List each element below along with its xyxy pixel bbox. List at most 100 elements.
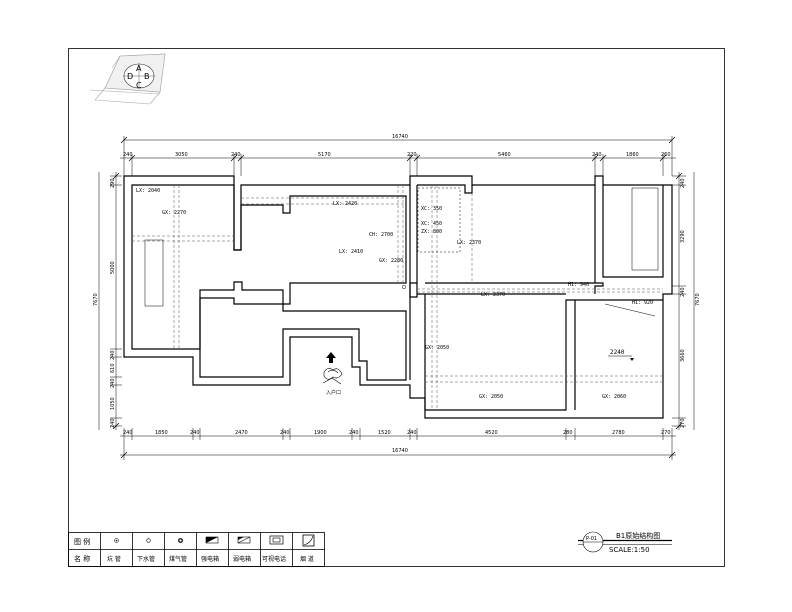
dim-top-seg: 1860: [626, 152, 639, 158]
label-lx-2370-a: LX: 2370: [457, 240, 481, 246]
dim-right-seg: 240: [680, 287, 686, 297]
dim-bottom-total: 16740: [392, 448, 408, 454]
dim-top-seg: 5170: [318, 152, 331, 158]
dim-left-seg: 240: [110, 378, 116, 388]
legend-header-names: 名 称: [74, 554, 90, 563]
drawing-title: B1原始结构图: [616, 531, 660, 540]
compass-label-d: D: [127, 72, 133, 81]
inner-wall-middle: [199, 297, 407, 381]
legend-name: 坑 管: [107, 555, 121, 563]
dim-bottom-seg: 280: [563, 430, 573, 436]
legend-name: 弱电箱: [233, 555, 251, 563]
room-labels: LX: 2040 GX: 2270 LX: 2420 CH: 2700 LX: …: [136, 188, 653, 400]
dim-right-seg: 3660: [680, 349, 686, 362]
dimension-texts: 16740 240 3050 240 5170 220 5460 240 186…: [93, 134, 701, 454]
label-lx-2370-b: LX: 2370: [481, 292, 505, 298]
dim-left-seg: 610: [110, 363, 116, 373]
compass-label-b: B: [144, 72, 150, 81]
strong-electric-box-symbol-icon: [205, 536, 219, 544]
dim-top-seg: 240: [592, 152, 602, 158]
dim-left-seg: 5000: [110, 261, 116, 274]
wall-top-nook: [417, 184, 473, 194]
legend-name: 煤气管: [169, 555, 187, 563]
video-phone-symbol-icon: [269, 535, 284, 545]
entrance-person-icon: [322, 368, 343, 385]
title-block: P-01 B1原始结构图 SCALE:1:50: [578, 531, 672, 554]
dim-bottom-seg: 1520: [378, 430, 391, 436]
walls: [123, 175, 673, 419]
dim-top-seg: 260: [661, 152, 671, 158]
legend-name: 烟 道: [300, 555, 314, 563]
dim-bottom-seg: 4520: [485, 430, 498, 436]
legend-header-symbols: 图 例: [74, 537, 90, 546]
wall-mid-b: [425, 282, 604, 294]
legend-name: 下水管: [137, 555, 155, 563]
label-2240-arrow: [630, 358, 634, 361]
dim-right-seg: 3290: [680, 230, 686, 243]
compass-label-c: C: [136, 81, 142, 90]
gas-pipe-symbol-icon: [178, 538, 183, 543]
compass-cube-icon: A B C D: [89, 53, 166, 105]
label-ch-2700: CH: 2700: [369, 232, 393, 238]
dim-bottom-seg: 1850: [155, 430, 168, 436]
drawing-frame: [68, 48, 725, 567]
dim-right-seg: 270: [680, 418, 686, 428]
flue-symbol-icon: [302, 534, 315, 547]
entrance-arrow-icon: [326, 352, 336, 363]
wall-lower-room: [424, 294, 576, 411]
label-h1-920: H1: 920: [632, 300, 653, 306]
dim-top-seg: 3050: [175, 152, 188, 158]
dim-bottom-seg: 240: [190, 430, 200, 436]
legend-name: 可视电话: [262, 555, 286, 563]
dim-bottom-seg: 270: [661, 430, 671, 436]
dim-bottom-seg: 240: [280, 430, 290, 436]
weak-electric-box-symbol-icon: [237, 536, 251, 544]
wall-closet: [602, 185, 664, 278]
dim-bottom-seg: 240: [123, 430, 133, 436]
legend-table: 图 例 名 称 坑 管 下水管 煤气管 强电箱 弱电箱: [68, 532, 325, 567]
dim-left-seg: 240: [110, 418, 116, 428]
label-gx-2060: GX: 2060: [602, 394, 626, 400]
dim-right-seg: 240: [680, 178, 686, 188]
diagonal-line: [604, 303, 656, 317]
legend-name: 强电箱: [201, 555, 219, 563]
label-xc-350: XC: 350: [421, 206, 442, 212]
entrance-marker: 入户口: [322, 352, 343, 396]
label-gx-2050-a: GX: 2050: [425, 345, 449, 351]
dim-top-seg: 5460: [498, 152, 511, 158]
dim-bottom-seg: 2780: [612, 430, 625, 436]
label-gx-2270: GX: 2270: [162, 210, 186, 216]
drawing-scale: SCALE:1:50: [609, 546, 650, 554]
closet-fixture: [631, 187, 659, 271]
label-lx-2410: LX: 2410: [339, 249, 363, 255]
sewer-pipe-symbol-icon: [114, 538, 119, 543]
label-zx-800: ZX: 800: [421, 229, 442, 235]
dimension-ticks: [112, 136, 683, 459]
label-h1-940: H1: 940: [568, 282, 589, 288]
entrance-label: 入户口: [326, 389, 341, 396]
dim-bottom-seg: 240: [407, 430, 417, 436]
label-lx-2420: LX: 2420: [333, 201, 357, 207]
column: [409, 282, 418, 298]
shaft-box: [417, 187, 461, 253]
dim-top-seg: 240: [231, 152, 241, 158]
dim-right-total: 7670: [695, 293, 701, 306]
dim-bottom-seg: 1900: [314, 430, 327, 436]
dim-top-total: 16740: [392, 134, 408, 140]
dim-left-total: 7670: [93, 293, 99, 306]
pipe-marker: [401, 284, 407, 290]
dim-left-seg: 240: [110, 350, 116, 360]
dim-bottom-seg: 240: [349, 430, 359, 436]
bathtub-fixture: [144, 239, 164, 307]
dim-bottom-seg: 2470: [235, 430, 248, 436]
drain-pipe-symbol-icon: [146, 538, 151, 543]
dimension-lines: [98, 136, 695, 460]
label-gx-2050-b: GX: 2050: [479, 394, 503, 400]
fixtures: [144, 187, 659, 317]
dim-left-seg: 290: [110, 178, 116, 188]
label-lx-2040: LX: 2040: [136, 188, 160, 194]
dim-left-seg: 1050: [110, 397, 116, 410]
inner-wall-left: [131, 184, 407, 350]
sheet-number: P-01: [586, 536, 597, 542]
